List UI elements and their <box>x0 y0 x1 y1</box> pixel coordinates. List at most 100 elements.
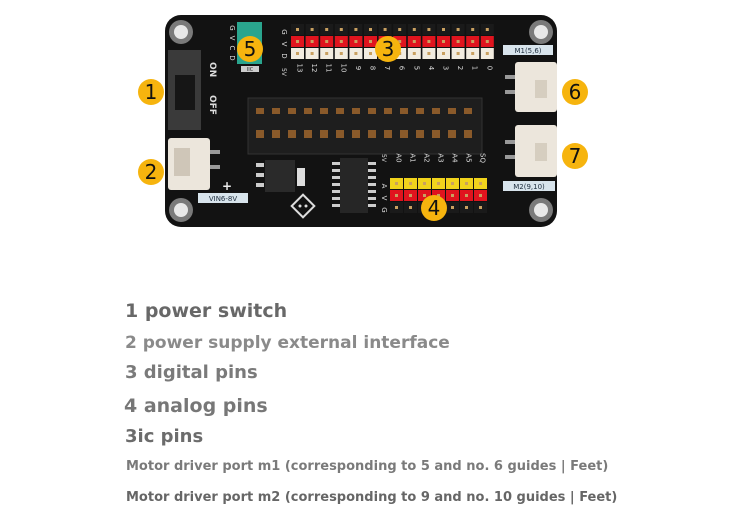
logo-diamond <box>290 193 316 219</box>
pin-tip <box>325 40 329 43</box>
socket-pin <box>352 108 360 114</box>
iic-row-label: D <box>228 55 236 60</box>
pin-tip <box>296 40 299 43</box>
m2-connector <box>505 125 557 177</box>
digital-row-label: G <box>280 29 288 34</box>
socket-pin <box>256 130 264 138</box>
digital-pin-label: 8 <box>369 66 377 70</box>
chip-leg <box>332 204 340 207</box>
pin-tip <box>456 28 460 31</box>
pin-tip <box>412 52 416 55</box>
socket-pin <box>272 130 280 138</box>
pin-tip <box>456 40 460 43</box>
chip-leg <box>368 183 376 186</box>
vin-label: VIN6-8V <box>209 195 238 203</box>
pin-tip <box>339 28 343 31</box>
socket-pin <box>288 130 296 138</box>
m2-label: M2(9,10) <box>513 183 545 191</box>
analog-pin-label: A0 <box>395 153 403 162</box>
voltage-regulator <box>256 160 305 192</box>
socket-pin <box>320 130 328 138</box>
pin-tip <box>325 52 329 55</box>
socket-pin <box>464 130 472 138</box>
pin-tip <box>369 40 372 43</box>
analog-row-label: V <box>380 196 388 201</box>
on-label: ON <box>207 62 217 77</box>
vin-label-bg <box>198 193 248 203</box>
pin-tip <box>398 28 402 31</box>
pin-tip <box>442 28 445 31</box>
chip-leg <box>332 183 340 186</box>
chip-leg <box>368 190 376 193</box>
digital-pin-label: 4 <box>427 66 435 71</box>
pin-tip <box>383 28 387 31</box>
socket-pin <box>288 108 296 114</box>
pin-tip <box>310 40 314 43</box>
pin-tip <box>451 206 454 209</box>
driver-chip <box>332 158 376 213</box>
analog-header <box>390 178 487 213</box>
digital-pin-label: 5 <box>412 66 420 70</box>
legend-motor-m2: Motor driver port m2 (corresponding to 9… <box>126 490 618 505</box>
chip-leg <box>332 197 340 200</box>
callout-5: 5 <box>237 36 263 62</box>
legend-analog-pins: 4 analog pins <box>124 395 268 417</box>
pin-tip <box>395 182 398 185</box>
pin-tip <box>479 206 482 209</box>
plus-label: + <box>222 179 232 193</box>
pin-tip <box>427 52 431 55</box>
digital-pin-label: 1 <box>471 66 479 70</box>
pin-tip <box>339 52 343 55</box>
pin-tip <box>398 40 402 43</box>
chip-leg <box>332 190 340 193</box>
callout-7: 7 <box>562 143 588 169</box>
pin-tip <box>456 52 460 55</box>
pin-tip <box>412 28 416 31</box>
pin-tip <box>485 28 489 31</box>
pin-tip <box>354 52 358 55</box>
pin-tip <box>325 28 329 31</box>
power-switch <box>168 50 201 130</box>
power-connector <box>168 138 220 190</box>
m1-connector <box>505 62 557 112</box>
microbit-socket <box>247 97 483 155</box>
digital-pin-label: 10 <box>339 64 347 73</box>
callout-6: 6 <box>562 79 588 105</box>
socket-pin <box>336 130 344 138</box>
pin-tip <box>369 28 372 31</box>
pin-tip <box>471 40 475 43</box>
socket-pin <box>256 108 264 114</box>
pin-tip <box>409 182 412 185</box>
digital-pin-label: 2 <box>456 66 464 70</box>
pin-tip <box>465 194 468 197</box>
pin-tip <box>395 194 398 197</box>
pin-tip <box>427 28 431 31</box>
pin-tip <box>465 182 468 185</box>
chip-leg <box>368 169 376 172</box>
socket-pin <box>400 130 408 138</box>
digital-pin-label: 0 <box>485 66 493 70</box>
chip-leg <box>368 197 376 200</box>
digital-row-label: D <box>280 53 288 58</box>
pin-tip <box>451 182 454 185</box>
socket-pin <box>368 108 376 114</box>
pin-tip <box>471 52 475 55</box>
m1-label: M1(5,6) <box>514 47 541 55</box>
analog-pin-label: A5 <box>465 153 473 162</box>
analog-row-label: G <box>380 207 388 212</box>
callout-3: 3 <box>375 36 401 62</box>
chip-leg <box>368 204 376 207</box>
socket-pin <box>304 108 312 114</box>
pin-tip <box>296 52 299 55</box>
legend-power-interface: 2 power supply external interface <box>125 333 450 353</box>
pin-tip <box>409 194 412 197</box>
m1-label-bg <box>503 45 553 55</box>
pin-tip <box>409 206 412 209</box>
chip-leg <box>332 162 340 165</box>
socket-pin <box>304 130 312 138</box>
